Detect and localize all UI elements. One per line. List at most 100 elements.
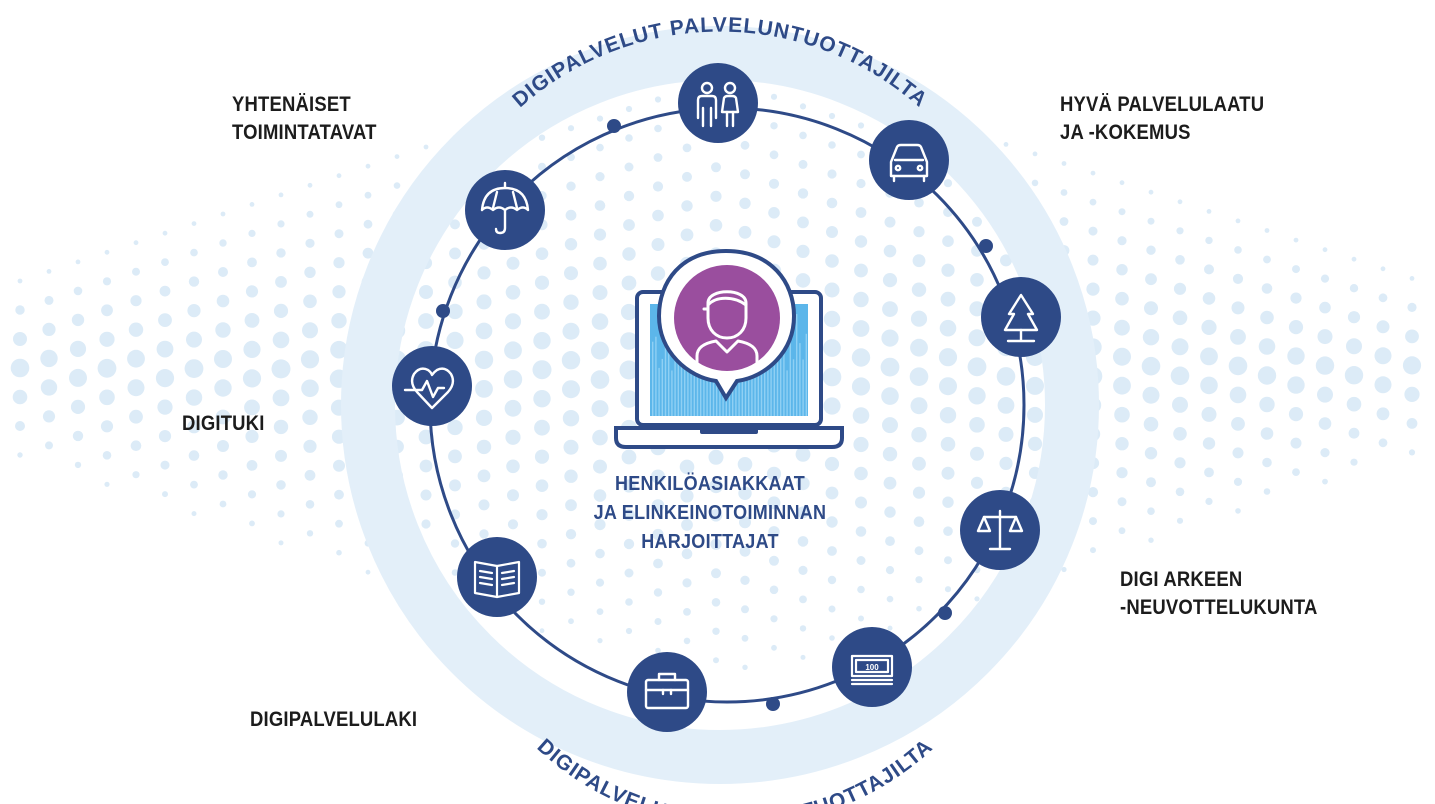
background-dot xyxy=(1318,417,1332,430)
background-dot xyxy=(739,545,751,557)
background-dot xyxy=(654,96,662,103)
background-dot xyxy=(999,456,1013,470)
background-dot xyxy=(158,430,172,443)
background-dot xyxy=(621,449,637,465)
background-dot xyxy=(419,459,433,473)
background-dot xyxy=(651,499,665,512)
background-dot xyxy=(217,440,229,452)
background-dot xyxy=(1320,448,1330,458)
background-dot xyxy=(823,339,841,357)
background-dot xyxy=(534,303,550,320)
background-dot xyxy=(595,578,605,587)
background-dot xyxy=(882,446,898,462)
background-dot xyxy=(533,332,551,350)
background-dot xyxy=(824,282,840,298)
background-dot xyxy=(595,172,605,182)
background-dot xyxy=(506,256,520,270)
background-dot xyxy=(534,419,550,436)
background-dot xyxy=(451,569,459,576)
background-dot xyxy=(567,588,575,596)
background-dot xyxy=(1232,273,1244,284)
background-dot xyxy=(679,459,695,475)
background-dot xyxy=(911,427,927,443)
background-dot xyxy=(1027,406,1043,423)
background-dot xyxy=(623,538,635,550)
background-dot xyxy=(941,263,955,277)
background-dot xyxy=(1288,407,1304,422)
background-dot xyxy=(623,190,635,202)
background-dot xyxy=(334,229,344,239)
background-dot xyxy=(969,417,985,433)
background-dot xyxy=(852,320,870,337)
label-digipalvelulaki: DIGIPALVELULAKI xyxy=(250,706,417,734)
background-dot xyxy=(997,397,1015,414)
background-dot xyxy=(969,301,985,317)
background-dot xyxy=(797,536,809,547)
background-dot xyxy=(1349,284,1359,293)
background-dot xyxy=(738,486,752,500)
background-dot xyxy=(275,276,287,288)
background-dot xyxy=(191,221,197,227)
background-dot xyxy=(160,460,170,470)
background-dot xyxy=(1260,310,1274,325)
background-dot xyxy=(857,122,865,129)
background-dot xyxy=(883,244,897,258)
background-dot xyxy=(857,150,865,159)
background-dot xyxy=(1143,416,1159,432)
background-dot xyxy=(475,380,493,398)
background-dot xyxy=(1031,179,1039,187)
screen-bar xyxy=(671,370,673,416)
background-dot xyxy=(127,379,145,397)
background-dot xyxy=(276,248,286,258)
background-dot xyxy=(449,247,461,260)
background-dot xyxy=(625,598,633,606)
background-dot xyxy=(69,340,87,357)
background-dot xyxy=(1322,478,1328,485)
background-dot xyxy=(1235,218,1241,224)
background-dot xyxy=(1346,338,1362,355)
background-dot xyxy=(504,313,522,330)
background-dot xyxy=(741,634,749,642)
background-dot xyxy=(884,216,896,228)
screen-bar xyxy=(767,337,769,416)
background-dot xyxy=(823,397,841,415)
background-dot xyxy=(188,450,200,461)
background-dot xyxy=(593,256,607,271)
background-dot xyxy=(301,379,319,398)
background-dot xyxy=(447,303,463,320)
screen-bar xyxy=(706,364,708,416)
screen-bar xyxy=(786,370,788,416)
background-dot xyxy=(1114,319,1130,336)
background-dot xyxy=(943,526,953,536)
background-dot xyxy=(1117,497,1127,507)
background-dot xyxy=(1148,537,1154,543)
background-dot xyxy=(1290,437,1302,449)
background-dot xyxy=(797,216,809,229)
background-dot xyxy=(1292,265,1300,274)
background-dot xyxy=(968,329,986,347)
background-dot xyxy=(741,605,749,614)
background-dot xyxy=(1378,293,1388,303)
background-dot xyxy=(769,585,779,595)
background-dot xyxy=(771,644,777,651)
center-title-line: HENKILÖASIAKKAAT xyxy=(615,473,805,495)
background-dot xyxy=(828,141,836,149)
background-dot xyxy=(336,173,342,179)
screen-bar xyxy=(789,311,791,416)
background-dot xyxy=(214,379,232,397)
background-dot xyxy=(882,301,898,317)
background-dot xyxy=(800,654,806,660)
background-dot xyxy=(886,595,894,603)
background-dot xyxy=(911,282,927,297)
background-dot xyxy=(506,459,520,474)
background-dot xyxy=(1409,276,1415,281)
background-dot xyxy=(681,548,693,560)
background-dot xyxy=(1322,247,1328,253)
background-dot xyxy=(302,322,318,339)
background-dot xyxy=(535,479,549,493)
background-dot xyxy=(1350,458,1358,466)
background-dot xyxy=(680,489,694,503)
background-dot xyxy=(653,153,663,162)
screen-bar xyxy=(655,336,657,416)
background-dot xyxy=(273,303,289,318)
